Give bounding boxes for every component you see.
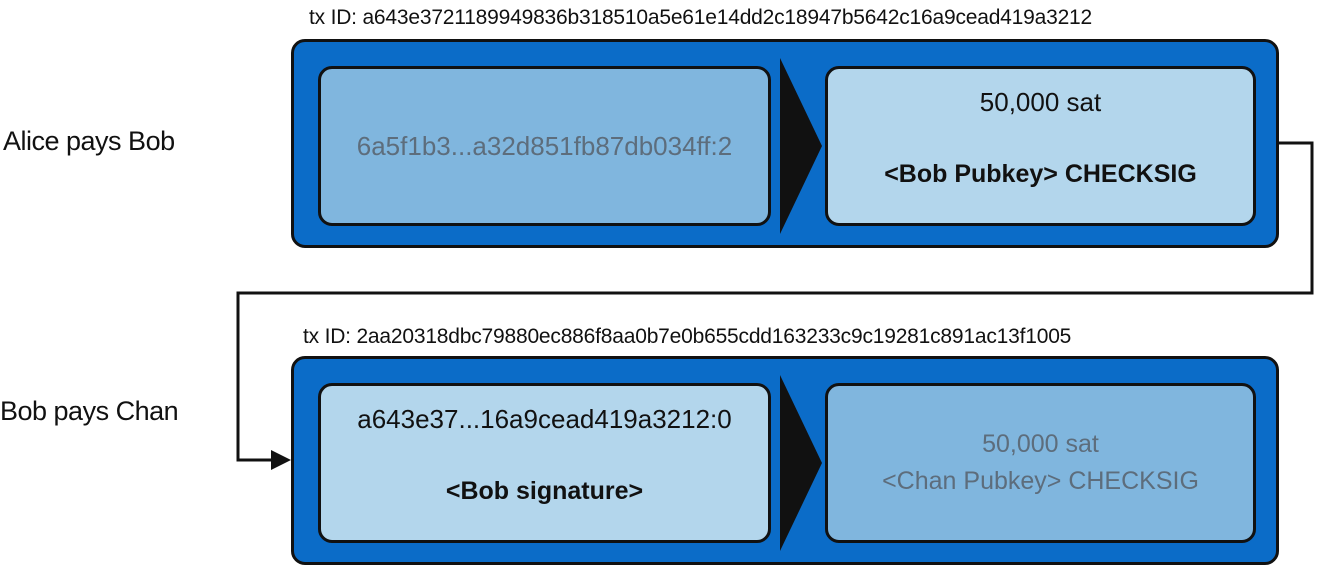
tx2-input-outpoint: a643e37...16a9cead419a3212:0	[357, 404, 732, 434]
tx2-output: 50,000 sat <Chan Pubkey> CHECKSIG	[825, 383, 1256, 543]
tx2-label: Bob pays Chan	[0, 396, 179, 426]
tx1-output-script: <Bob Pubkey> CHECKSIG	[884, 160, 1197, 188]
tx2-input-script: <Bob signature>	[445, 477, 644, 505]
tx2-output-amount: 50,000 sat	[982, 430, 1099, 458]
tx2-input: a643e37...16a9cead419a3212:0 <Bob signat…	[318, 383, 771, 543]
tx1-input: 6a5f1b3...a32d851fb87db034ff:2	[318, 66, 771, 226]
tx2-id: tx ID: 2aa20318dbc79880ec886f8aa0b7e0b65…	[303, 325, 1072, 348]
tx1-label: Alice pays Bob	[3, 126, 175, 156]
transaction-alice-pays-bob: 6a5f1b3...a32d851fb87db034ff:2 50,000 sa…	[291, 39, 1279, 248]
transaction-bob-pays-chan: a643e37...16a9cead419a3212:0 <Bob signat…	[291, 356, 1279, 565]
tx1-output-amount: 50,000 sat	[979, 87, 1102, 117]
tx1-output: 50,000 sat <Bob Pubkey> CHECKSIG	[825, 66, 1256, 226]
tx1-input-outpoint: 6a5f1b3...a32d851fb87db034ff:2	[356, 130, 733, 161]
tx1-id: tx ID: a643e3721189949836b318510a5e61e14…	[309, 6, 1093, 29]
tx2-output-script: <Chan Pubkey> CHECKSIG	[882, 467, 1199, 495]
